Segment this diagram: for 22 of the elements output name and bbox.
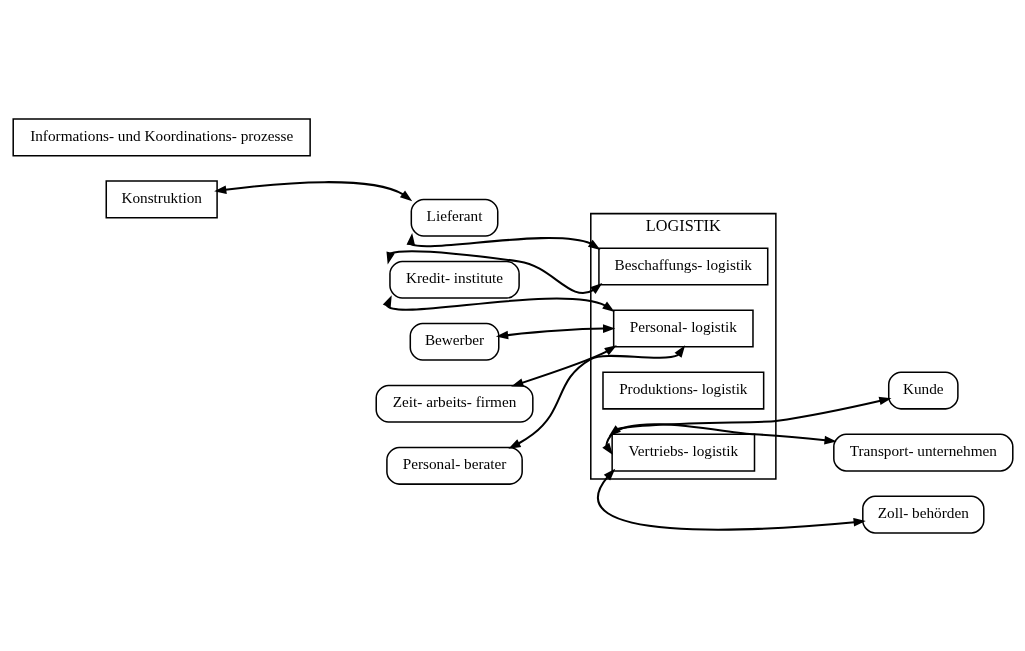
arrow xyxy=(385,249,602,294)
arrow xyxy=(495,323,615,339)
arrow xyxy=(507,344,685,449)
arrow xyxy=(510,344,617,387)
node-box: Produktions- logistik xyxy=(601,371,764,410)
node-box: Zoll- behörden xyxy=(861,495,985,534)
node-box: Beschaffungs- logistik xyxy=(597,246,768,286)
node-box: Lieferant xyxy=(410,198,498,237)
node-box: Informations- und Koordinations- prozesse xyxy=(11,117,311,156)
arrow xyxy=(382,294,615,312)
node-box: Transport- unternehmen xyxy=(832,433,1014,472)
node-box: Zeit- arbeits- firmen xyxy=(374,384,534,423)
node-box: Bewerber xyxy=(409,322,500,361)
node-box: Vertriebs- logistik xyxy=(610,433,755,472)
arrow xyxy=(597,468,866,531)
node-box: Kredit- institute xyxy=(388,260,520,299)
node-box: Kunde xyxy=(887,371,959,410)
node-box: Personal- berater xyxy=(385,446,523,485)
node-box: Personal- logistik xyxy=(612,308,754,348)
arrow xyxy=(213,180,412,201)
arrow xyxy=(406,232,600,250)
node-box: Konstruktion xyxy=(105,179,218,218)
